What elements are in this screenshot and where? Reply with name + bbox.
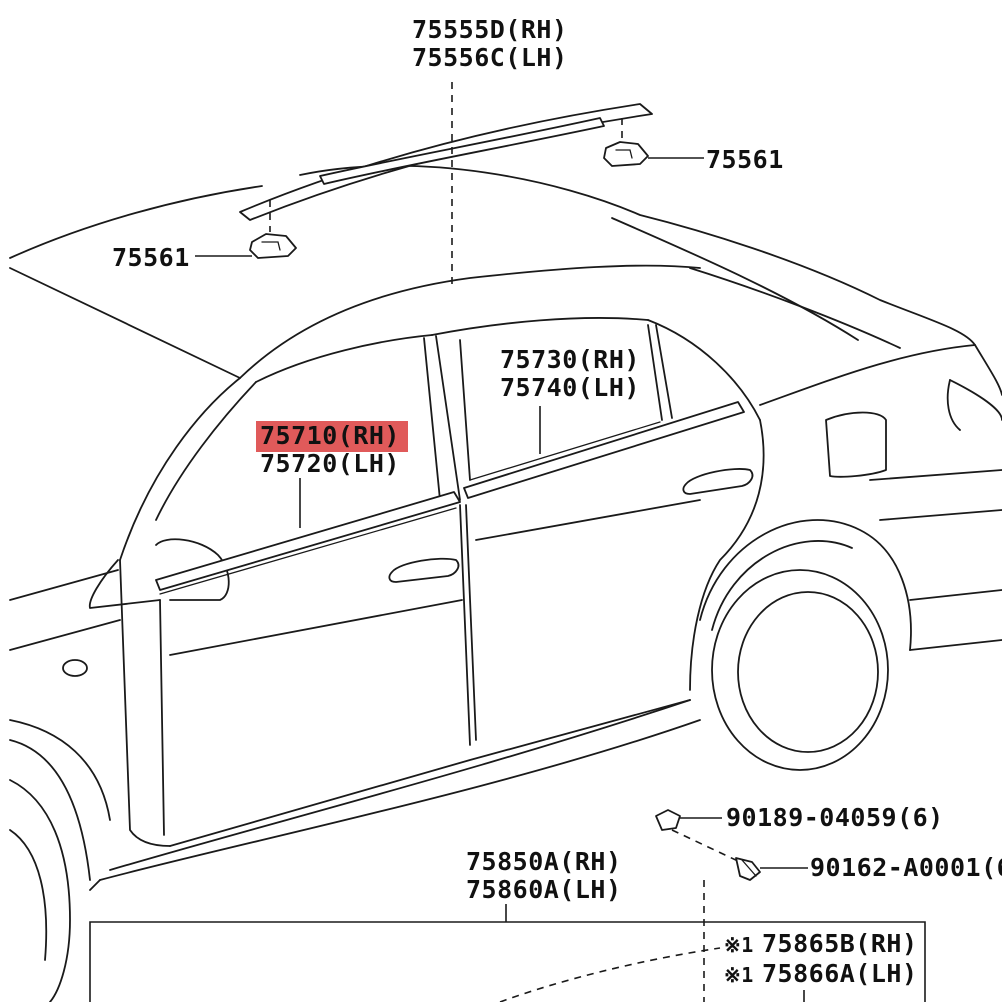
label-75710-rh: 75710(RH) [260,421,400,450]
label-clip-right: 75561 [706,145,784,174]
clip-right-part [603,141,649,167]
label-75740-lh: 75740(LH) [500,373,640,402]
label-75555d-rh: 75555D(RH) [412,15,568,44]
label-75850a-rh: 75850A(RH) [466,847,622,876]
rear-belt-molding [463,401,745,499]
label-clip-left: 75561 [112,243,190,272]
screw-part [655,809,681,831]
label-75730-rh: 75730(RH) [500,345,640,374]
clip-left-part [249,233,297,259]
note-mark-1: ※1 [724,933,754,957]
callout-front-belt: 75710(RH) 75720(LH) [256,421,408,478]
callout-rear-belt: 75730(RH) 75740(LH) [500,345,640,402]
callout-rocker-sub: ※1 75865B(RH) ※1 75866A(LH) [724,929,918,988]
car-body-outline [9,164,1002,1002]
label-75865b-rh: 75865B(RH) [762,929,918,958]
callout-rocker: 75850A(RH) 75860A(LH) [466,847,622,904]
leader-lines [89,82,926,1002]
label-75556c-lh: 75556C(LH) [412,43,568,72]
label-bolt: 90162-A0001(6 [810,853,1002,882]
label-75720-lh: 75720(LH) [260,449,400,478]
highlight-box [256,421,408,452]
callout-roof-molding: 75555D(RH) 75556C(LH) [412,15,568,72]
label-75860a-lh: 75860A(LH) [466,875,622,904]
note-mark-2: ※1 [724,963,754,987]
roof-drip-molding [239,103,653,221]
bolt-part [735,857,761,881]
label-screw: 90189-04059(6) [726,803,944,832]
front-belt-molding [155,491,461,595]
label-75866a-lh: 75866A(LH) [762,959,918,988]
